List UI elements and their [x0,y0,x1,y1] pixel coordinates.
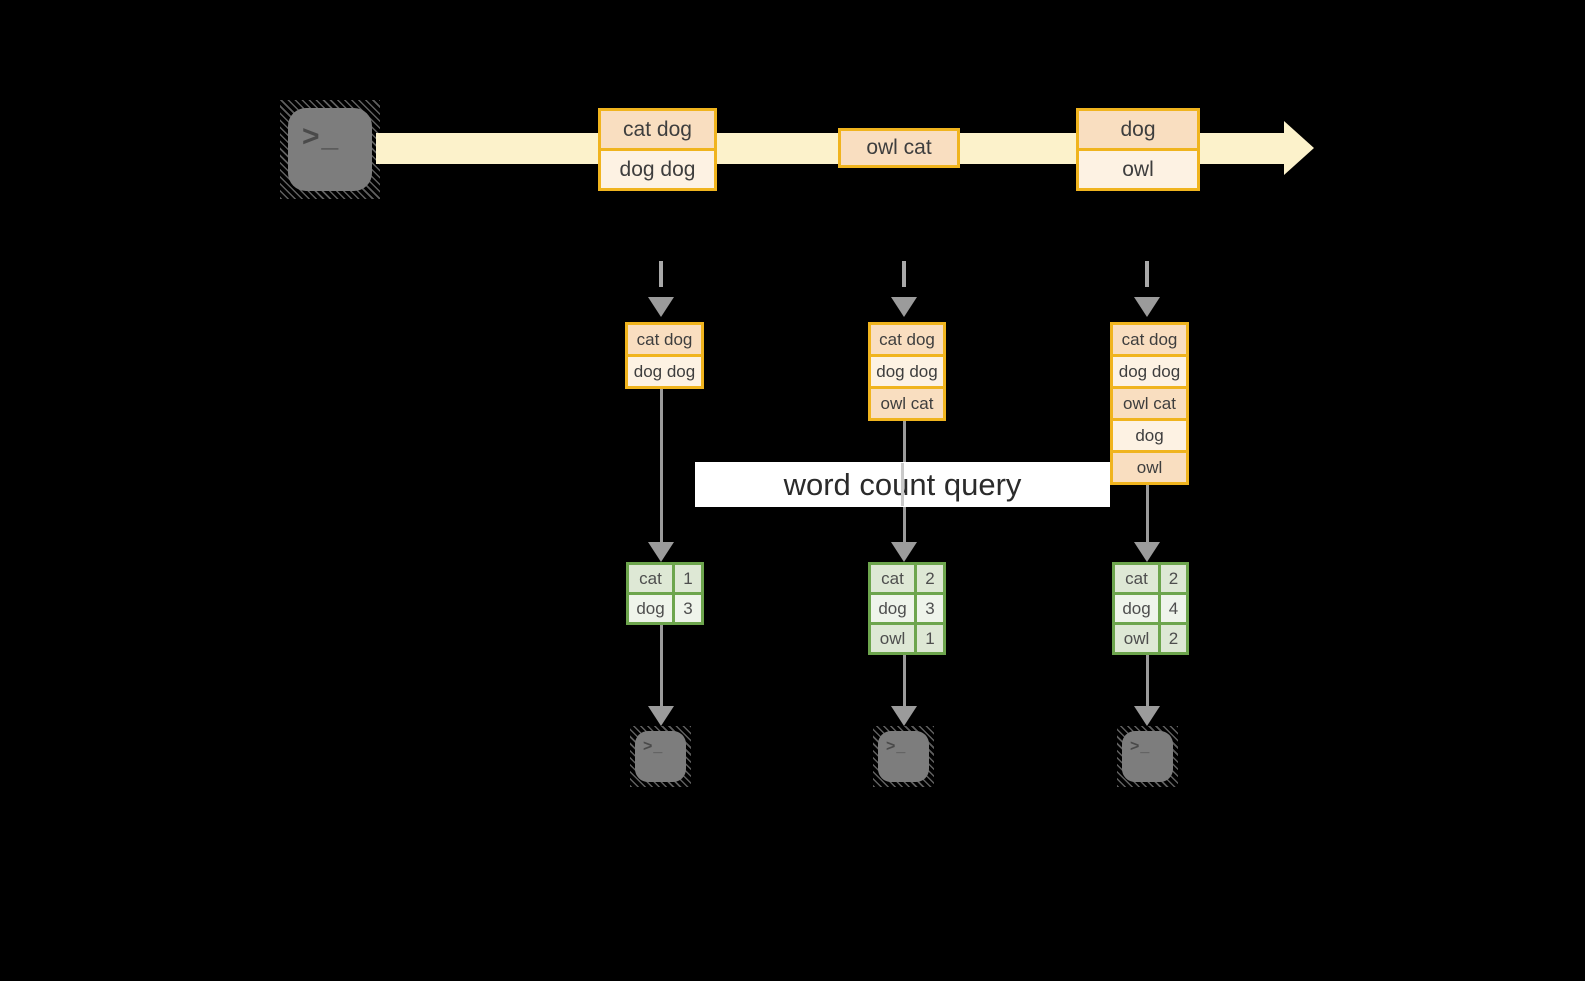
count-row: owl 1 [871,622,943,652]
state-row: dog dog [628,354,701,386]
count-row: cat 1 [629,565,701,592]
word-cell: dog [871,595,917,622]
count-row: owl 2 [1115,622,1186,652]
arrowhead-state-to-table-3 [1134,542,1160,562]
dashed-arrow-2 [902,261,906,287]
arrow-state-to-table-1 [660,389,663,542]
word-cell: cat [871,565,917,592]
word-cell: dog [629,595,675,622]
prompt-glyph: >_ [643,738,664,755]
state-row: cat dog [1113,325,1186,354]
terminal-sink-icon-1: >_ [630,726,691,787]
count-table-1: cat 1 dog 3 [626,562,704,625]
terminal-source-icon: >_ [280,100,380,199]
dashed-arrowhead-2 [891,297,917,317]
event-line: dog dog [601,148,714,188]
terminal-source-body: >_ [288,108,372,191]
prompt-glyph: >_ [886,738,907,755]
state-row: dog [1113,418,1186,450]
state-stack-2: cat dog dog dog owl cat [868,322,946,421]
arrowhead-table-to-sink-2 [891,706,917,726]
arrow-table-to-sink-2 [903,655,906,706]
count-cell: 2 [925,569,935,588]
state-row: cat dog [871,325,943,354]
count-cell: 1 [925,629,935,648]
word-cell: dog [1115,595,1161,622]
event-line: dog [1079,111,1197,148]
count-row: cat 2 [871,565,943,592]
state-row: owl [1113,450,1186,482]
state-stack-1: cat dog dog dog [625,322,704,389]
count-row: dog 4 [1115,592,1186,622]
state-row: owl cat [1113,386,1186,418]
arrow-state-to-table-3 [1146,485,1149,542]
stream-event-box-3: dog owl [1076,108,1200,191]
state-stack-3: cat dog dog dog owl cat dog owl [1110,322,1189,485]
prompt-glyph: >_ [302,120,341,153]
arrowhead-table-to-sink-1 [648,706,674,726]
arrowhead-table-to-sink-3 [1134,706,1160,726]
arrow-through-banner [901,463,904,506]
count-table-2: cat 2 dog 3 owl 1 [868,562,946,655]
terminal-sink-icon-2: >_ [873,726,934,787]
count-row: cat 2 [1115,565,1186,592]
count-cell: 4 [1168,599,1179,618]
dashed-arrow-1 [659,261,663,287]
word-cell: owl [1115,625,1161,652]
terminal-sink-body: >_ [635,731,686,782]
terminal-sink-body: >_ [1122,731,1173,782]
terminal-sink-body: >_ [878,731,929,782]
count-cell: 3 [683,599,693,618]
state-row: dog dog [871,354,943,386]
stream-arrowhead-icon [1284,121,1314,175]
event-line: owl cat [841,131,957,165]
word-cell: owl [871,625,917,652]
count-row: dog 3 [629,592,701,622]
arrowhead-state-to-table-2 [891,542,917,562]
prompt-glyph: >_ [1130,738,1151,755]
stream-event-box-2: owl cat [838,128,960,168]
stream-event-box-1: cat dog dog dog [598,108,717,191]
state-row: cat dog [628,325,701,354]
dashed-arrowhead-1 [648,297,674,317]
state-row: owl cat [871,386,943,418]
word-cell: cat [629,565,675,592]
state-row: dog dog [1113,354,1186,386]
arrow-table-to-sink-1 [660,625,663,706]
arrowhead-state-to-table-1 [648,542,674,562]
arrow-table-to-sink-3 [1146,655,1149,706]
event-line: cat dog [601,111,714,148]
dashed-arrow-3 [1145,261,1149,287]
event-line: owl [1079,148,1197,188]
terminal-sink-icon-3: >_ [1117,726,1178,787]
count-table-3: cat 2 dog 4 owl 2 [1112,562,1189,655]
count-cell: 2 [1168,569,1179,588]
dashed-arrowhead-3 [1134,297,1160,317]
count-cell: 2 [1168,629,1179,648]
word-cell: cat [1115,565,1161,592]
count-row: dog 3 [871,592,943,622]
count-cell: 1 [683,569,693,588]
count-cell: 3 [925,599,935,618]
